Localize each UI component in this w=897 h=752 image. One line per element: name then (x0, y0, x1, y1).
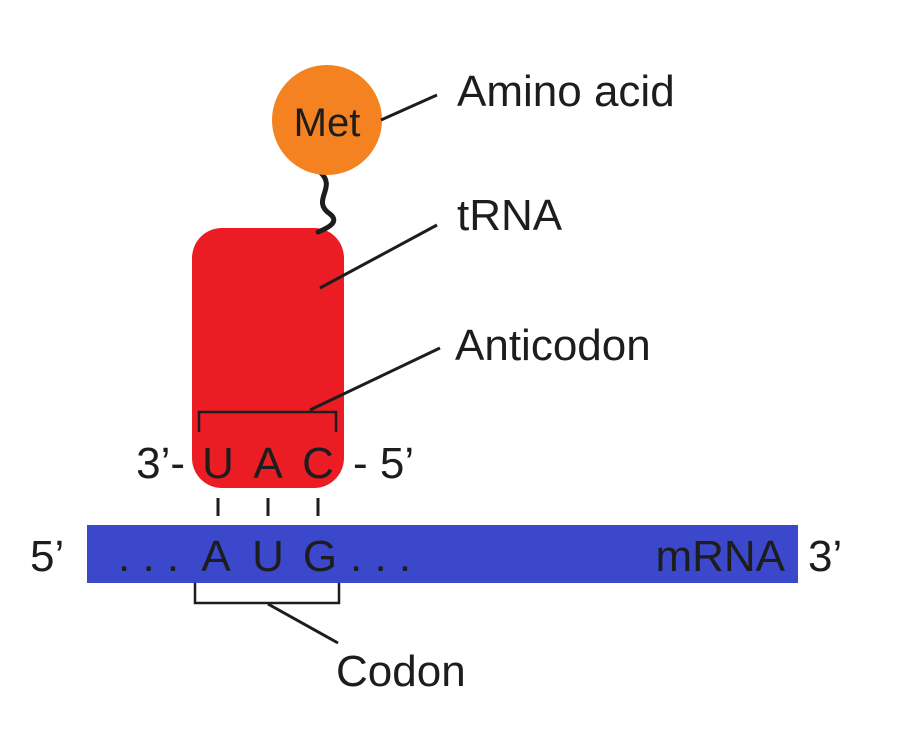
mrna-label: mRNA (655, 532, 785, 581)
amino-acid-linker (315, 169, 337, 235)
anticodon-3-prime-end: 3’- (136, 439, 185, 488)
anticodon-5-prime-end: - 5’ (353, 439, 414, 488)
amino-acid-circle (272, 65, 382, 175)
anticodon-bracket (197, 410, 338, 432)
anticodon-label: Anticodon (455, 321, 651, 370)
trna-body (192, 228, 344, 488)
anticodon-base-2: A (253, 439, 283, 488)
anticodon-leader-line (309, 346, 441, 412)
anticodon-base-3: C (302, 439, 334, 488)
trna-leader-line (319, 223, 438, 290)
mrna-5-prime-end: 5’ (30, 532, 64, 581)
mrna-codon-base-3: G (303, 532, 337, 581)
amino-acid-label: Amino acid (457, 67, 675, 116)
mrna-codon-base-2: U (252, 532, 284, 581)
mrna-strand (87, 525, 798, 583)
mrna-trailing-dots: . . . (350, 532, 411, 581)
codon-leader-line (267, 602, 339, 645)
codon-label: Codon (336, 647, 466, 696)
anticodon-base-1: U (202, 439, 234, 488)
amino-acid-abbreviation: Met (294, 101, 361, 145)
mrna-leading-dots: . . . (118, 532, 179, 581)
trna-label: tRNA (457, 191, 563, 240)
mrna-3-prime-end: 3’ (808, 532, 842, 581)
codon-bracket (193, 583, 341, 605)
mrna-codon-base-1: A (201, 532, 231, 581)
amino-acid-leader-line (380, 93, 438, 122)
